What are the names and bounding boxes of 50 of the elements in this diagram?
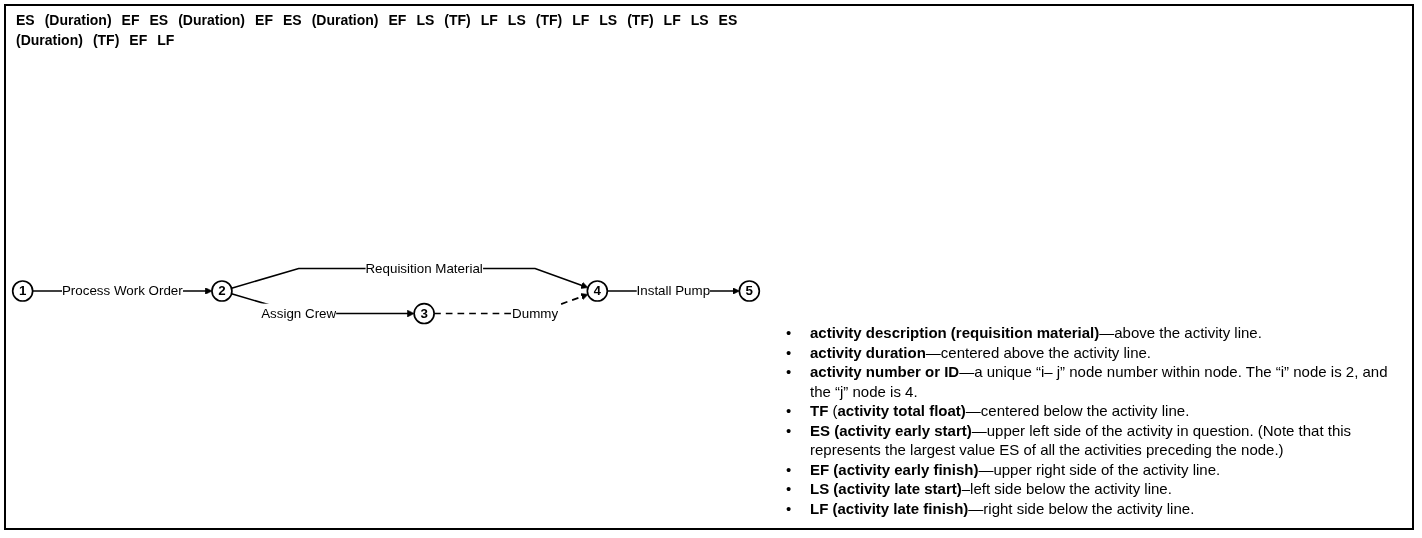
activity-annotation: LS: [599, 12, 618, 28]
edge-label: Dummy: [512, 306, 559, 321]
activity-annotation: LS: [416, 12, 435, 28]
activity-annotation: EF: [129, 32, 148, 48]
node-circle: 4: [586, 280, 609, 302]
activity-annotation: LF: [480, 12, 498, 28]
activity-annotation: LF: [572, 12, 590, 28]
bullet-note: LF (activity late finish)—right side below the activity line.: [810, 498, 1195, 518]
activity-annotation: (Duration): [16, 32, 83, 48]
activity-annotation: (Duration): [44, 12, 112, 28]
activity-annotation: LF: [157, 32, 175, 48]
activity-annotation: ES: [149, 12, 169, 28]
activity-annotation: EF: [388, 12, 407, 28]
node-circle: 5: [738, 280, 761, 302]
bullet-marker: •: [786, 342, 793, 362]
activity-annotation: ES: [718, 12, 738, 28]
activity-annotation: (Duration): [311, 12, 379, 28]
bullet-marker: •: [786, 401, 793, 421]
edge-label: Process Work Order: [61, 283, 183, 298]
activity-annotation: ES: [282, 12, 302, 28]
bullet-note: ES (activity early start)—upper left side of the activity in question. (Note that this represents the largest value ES of all the activities preceding the node.): [810, 420, 1353, 460]
bullet-marker: •: [786, 323, 793, 343]
bullet-note: activity description (requisition material)—above the activity line.: [810, 323, 1262, 343]
activity-annotation: LF: [663, 12, 681, 28]
activity-annotation: (TF): [444, 12, 471, 28]
bullet-note: LS (activity late start)–left side below the activity line.: [810, 479, 1172, 499]
bullet-marker: •: [786, 498, 793, 518]
activity-annotation: EF: [255, 12, 273, 28]
activity-annotation: EF: [121, 12, 140, 28]
activity-annotation: ES: [16, 12, 35, 28]
bullet-note: EF (activity early finish)—upper right side of the activity line.: [810, 459, 1221, 479]
bullet-marker: •: [786, 479, 793, 499]
activity-annotation: (Duration): [178, 12, 246, 28]
edge-label: Assign Crew: [261, 306, 337, 321]
activity-annotation: LS: [690, 12, 709, 28]
activity-annotation: (TF): [627, 12, 654, 28]
activity-annotation: (TF): [535, 12, 563, 28]
bullet-marker: •: [786, 362, 793, 382]
node-circle: 1: [11, 280, 34, 302]
bullet-marker: •: [786, 459, 793, 479]
bullet-note: activity number or ID—a unique “i– j” node number within node. The “i” node is 2, and the “j” node is 4.: [810, 362, 1389, 401]
edge-label: Install Pump: [636, 283, 711, 298]
edge-label: Requisition Material: [365, 260, 483, 276]
node-circle: 2: [211, 280, 233, 302]
activity-annotation: (TF): [92, 32, 120, 48]
node-circle: 3: [413, 302, 435, 325]
bullet-note: TF (activity total float)—centered below the activity line.: [810, 401, 1190, 421]
activity-annotation: LS: [507, 12, 526, 28]
bullet-marker: •: [786, 420, 793, 441]
bullet-note: activity duration—centered above the activity line.: [810, 342, 1151, 362]
